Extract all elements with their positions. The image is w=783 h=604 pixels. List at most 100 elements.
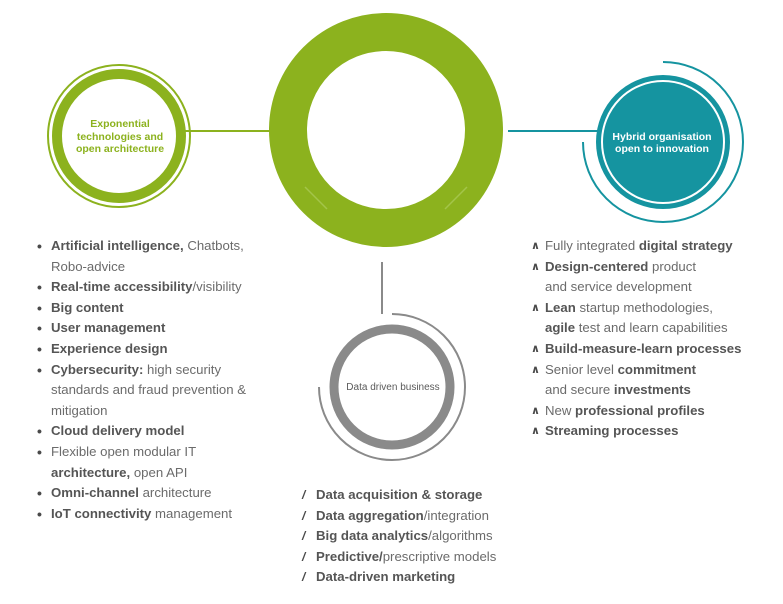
list-item: •Experience design [37,339,246,360]
item-text: and service development [545,279,692,295]
item-text: startup methodologies, [575,299,713,315]
center-title: THE DIGITAL INSURER OF THE FUTURE [341,106,449,164]
bullet-marker: / [302,488,306,502]
bullet-marker: ∧ [531,425,540,438]
right-outer-ring [582,61,744,223]
right-inner-ring [601,80,725,204]
list-item: ∧ Build-measure-learn processes [531,339,741,360]
item-text: high security [143,361,222,377]
left-circle-title: Exponential technologies and open archit… [75,118,165,156]
list-item: agile test and learn capabilities [531,318,741,339]
bullet-marker: ∧ [531,363,540,376]
item-bold-text: digital strategy [638,238,733,253]
list-item: Robo-advice [37,257,246,278]
bottom-inner-ring [329,324,455,450]
item-bold-text: User management [51,320,166,336]
item-text: prescriptive models [382,548,497,564]
item-text: /integration [423,507,489,523]
list-item: • Big content [37,298,246,319]
item-bold-text: Cloud delivery model [51,423,185,439]
item-bold-text: Big content [51,299,124,315]
bullet-marker: • [37,505,42,522]
item-bold-text: Data-driven marketing [316,569,456,585]
data-list: / Data acquisition & storage / Data aggrega… [302,485,496,588]
bullet-marker: / [302,549,306,564]
bullet-marker: • [37,485,42,502]
item-text: /visibility [192,279,242,295]
item-bold-text: Build-measure-learn processes [545,340,742,356]
item-bold-text: Big data analytics [316,528,429,544]
item-text: product [648,258,696,274]
list-item: ∧ Streaming processes [531,421,741,442]
list-item: / Data aggregation/integration [302,506,496,527]
bullet-marker: • [37,423,42,440]
list-item: ∧ Design-centered product [531,257,741,278]
item-bold-text: Cybersecurity: [51,361,144,377]
item-bold-text: Omni-channel [51,485,139,501]
center-ring [269,13,503,247]
list-item: • Flexible open modular IT [37,442,246,463]
bottom-circle-title: Data driven business [346,381,440,393]
bullet-marker: • [37,361,42,378]
item-bold-text: Lean [545,299,576,315]
list-item: ∧Fully integrated digital strategy [531,236,741,257]
item-bold-text: Design-centered [545,258,649,274]
item-text: /algorithms [428,528,493,544]
center-ring-segment-line [444,186,468,210]
item-bold-text: Experience design [51,340,168,356]
bullet-marker: • [37,279,42,296]
bullet-marker: ∧ [531,404,540,417]
bullet-marker: ∧ [531,260,540,273]
technology-list: • Artificial intelligence, Chatbots, Robo-… [37,236,246,524]
item-bold-text: Data aggregation [316,507,424,523]
item-bold-text: architecture, [51,464,131,480]
item-text: New [545,402,576,418]
item-bold-text: Streaming processes [545,423,679,439]
list-item: mitigation [37,401,246,422]
bullet-marker: • [37,443,42,460]
bullet-marker: • [37,299,42,316]
bullet-marker: • [37,320,42,337]
list-item: • User management [37,318,246,339]
list-item: • Real-time accessibility/visibility [37,277,246,298]
list-item: standards and fraud prevention & [37,380,246,401]
center-ring-segment-line [304,186,328,210]
item-bold-text: investments [613,382,691,398]
right-circle-title: Hybrid organisation open to innovation [612,130,712,156]
list-item: /Big data analytics/algorithms [302,526,496,547]
left-outer-ring [47,64,191,208]
item-text: architecture [138,485,212,501]
item-text: management [151,505,233,521]
list-item: ∧ New professional profiles [531,401,741,422]
list-item: • Artificial intelligence, Chatbots, [37,236,246,257]
list-item: • Cloud delivery model [37,421,246,442]
item-text: Flexible open modular IT [51,443,197,459]
item-text: open API [130,464,188,480]
item-text: Fully integrated [545,238,639,253]
item-text: mitigation [51,402,108,418]
organisation-list: ∧Fully integrated digital strategy∧Desig… [531,236,741,442]
item-text: Robo-advice [51,258,126,274]
item-bold-text: agile [545,320,576,336]
bullet-marker: ∧ [531,342,540,355]
list-item: / Data acquisition & storage [302,485,496,506]
list-item: • Cybersecurity: high security [37,360,246,381]
item-bold-text: IoT connectivity [51,505,152,521]
item-text: and secure [545,382,614,398]
item-bold-text: professional profiles [575,402,705,418]
list-item: ∧Lean startup methodologies, [531,298,741,319]
bottom-outer-ring [318,313,466,461]
bullet-marker: / [302,508,306,523]
bullet-marker: • [37,238,42,254]
item-bold-text: Artificial intelligence, [51,238,184,253]
bullet-marker: / [302,570,306,585]
item-bold-text: Data acquisition & storage [316,487,483,502]
item-text: Senior level [545,361,618,377]
item-bold-text: Real-time accessibility [51,279,193,295]
left-inner-ring [52,69,186,203]
right-fill-disc [596,75,730,209]
item-text: Chatbots, [183,238,244,253]
item-bold-text: commitment [617,361,696,377]
list-item: • Omni-channel architecture [37,483,246,504]
